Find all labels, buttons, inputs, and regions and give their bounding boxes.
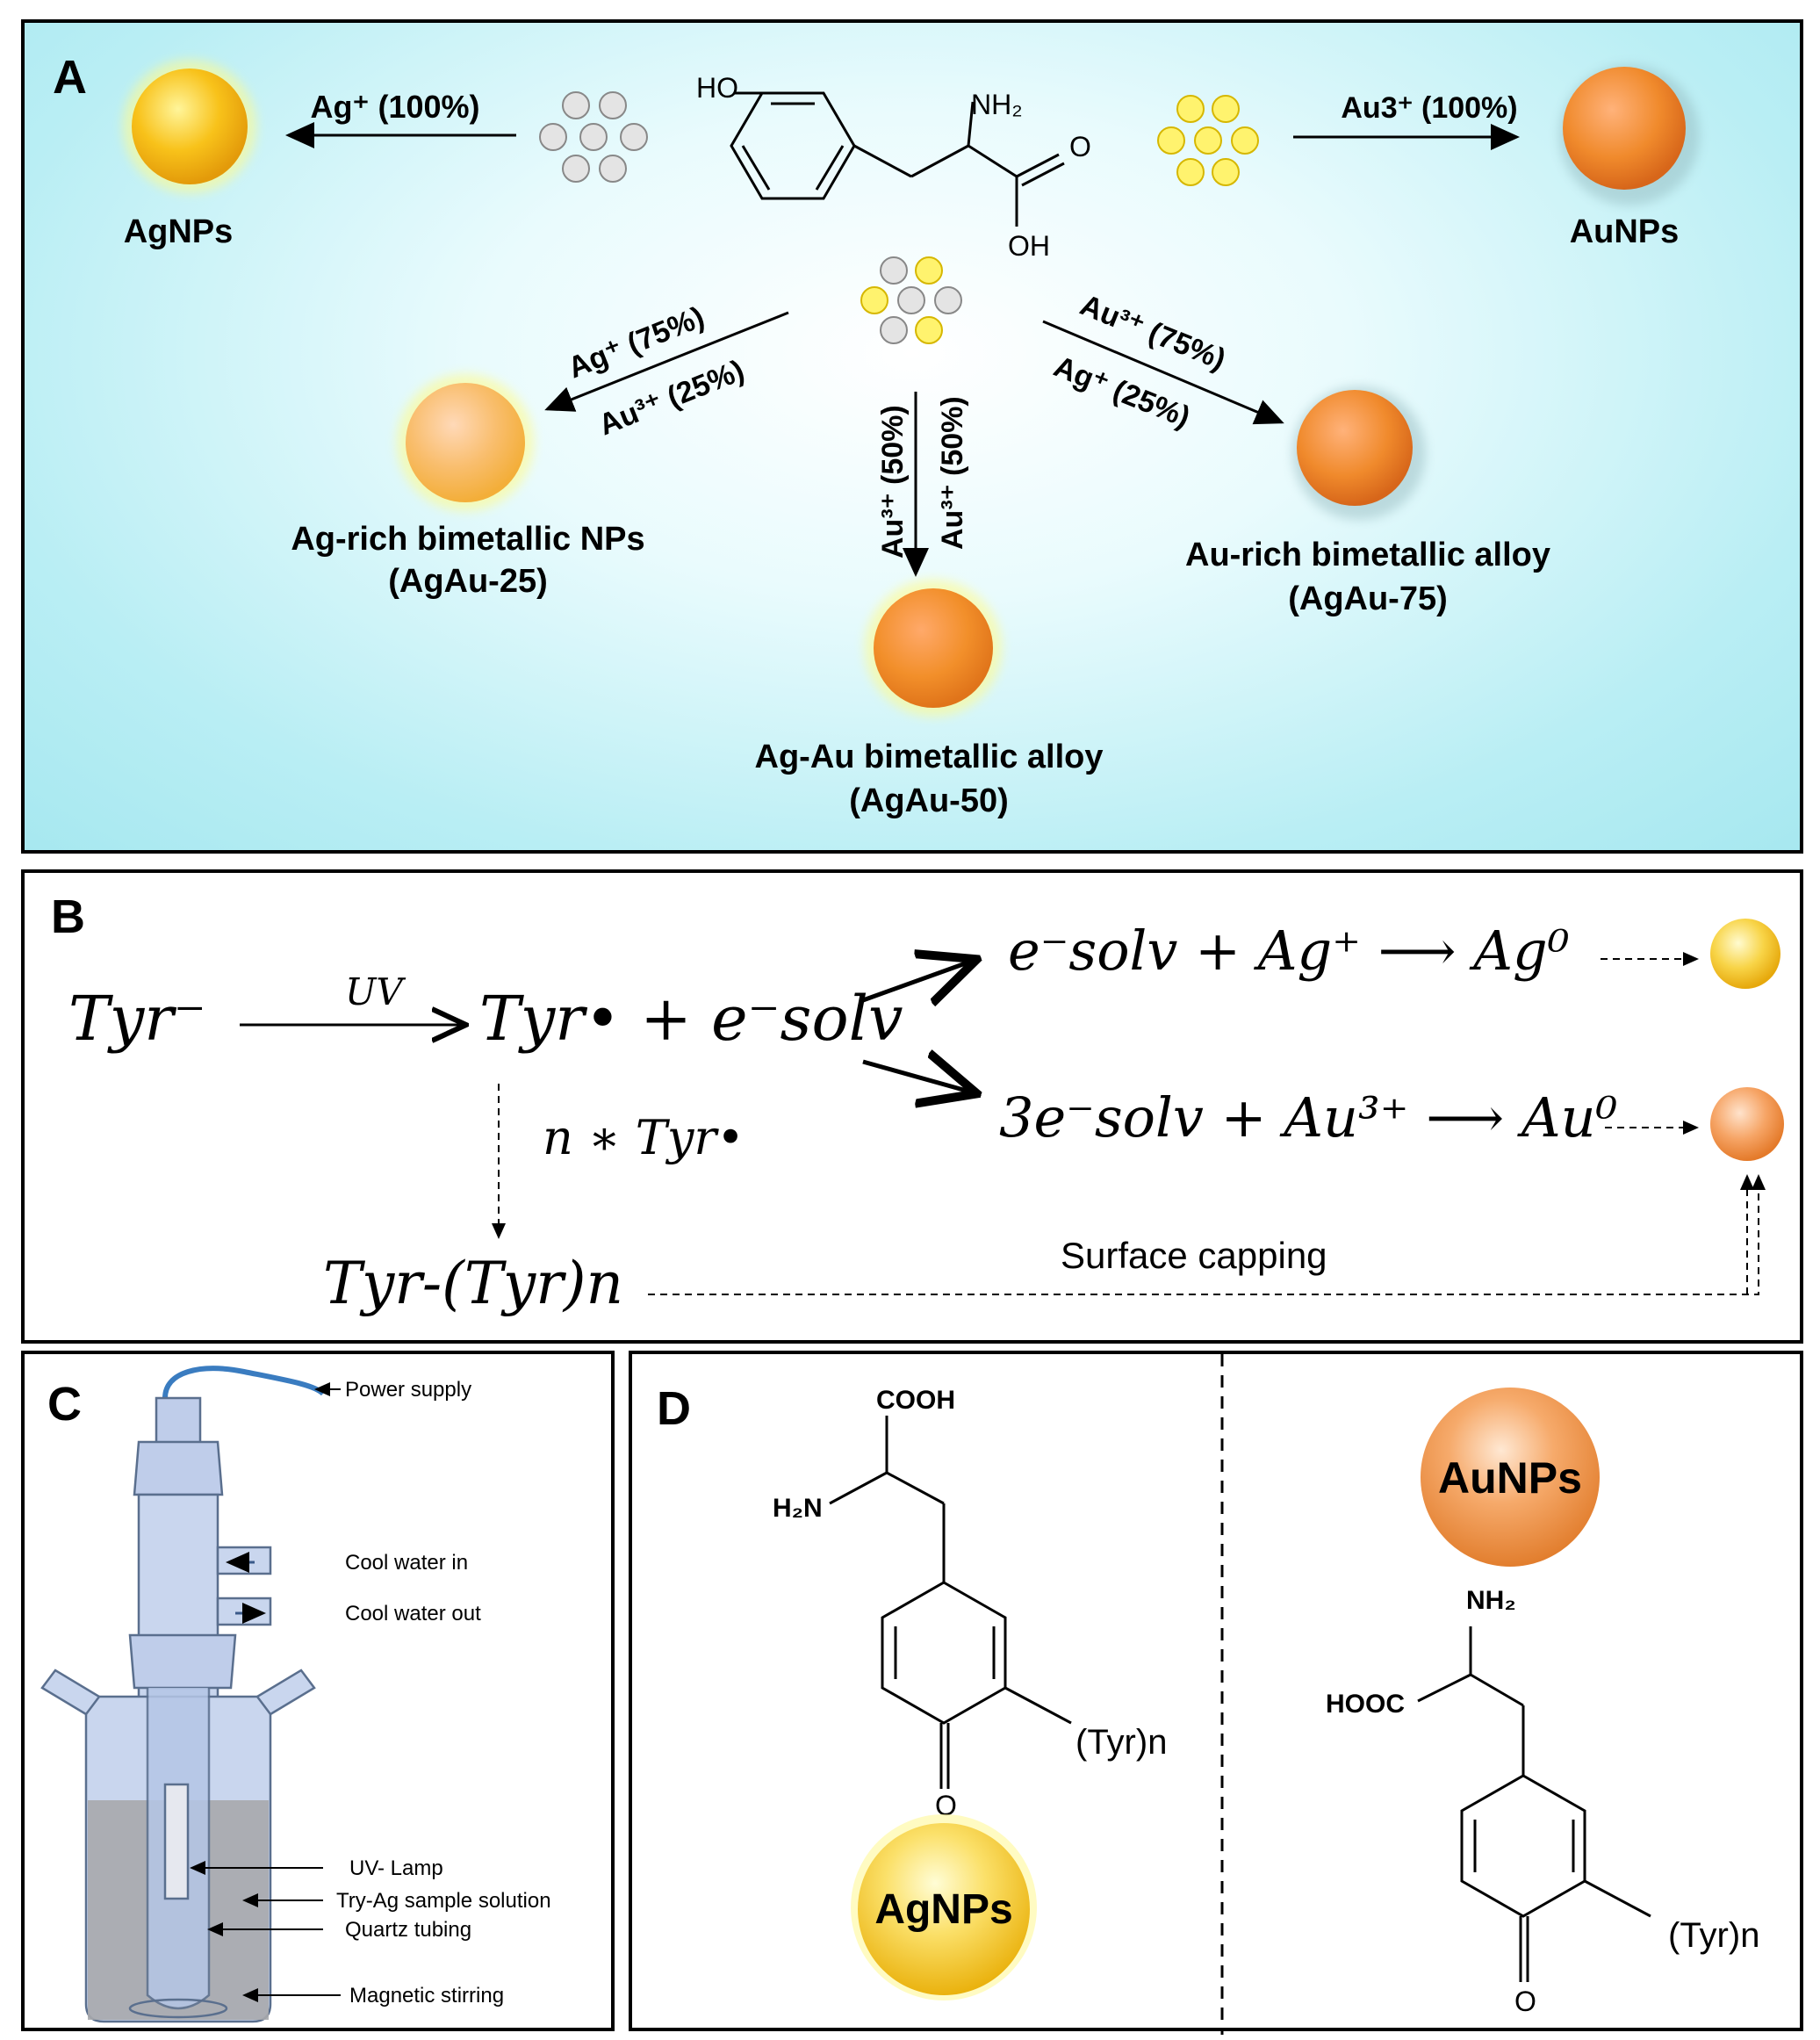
arrow-to-au-reaction bbox=[862, 1062, 973, 1092]
power-cable bbox=[162, 1366, 326, 1399]
right-o: O bbox=[1514, 1986, 1536, 2017]
uv-label: UV bbox=[345, 970, 406, 1013]
ag100-label: Ag⁺ (100%) bbox=[310, 89, 479, 125]
tyrosine-structure bbox=[730, 91, 1065, 227]
silver-ion-cluster bbox=[539, 91, 648, 183]
tyr-oh: OH bbox=[1008, 230, 1050, 262]
agau75-particle bbox=[1292, 386, 1426, 520]
panel-d-canvas: D COOH H₂N (Tyr)n O AgNPs AuNPs NH₂ bbox=[657, 1354, 1759, 2035]
agau75-label: (AgAu-75) bbox=[1288, 580, 1448, 617]
panel-c-canvas: C Power supply Cool water in Cool water … bbox=[40, 1366, 551, 2023]
left-tyr-n: (Tyr)n bbox=[1075, 1723, 1167, 1762]
agau50-particle bbox=[865, 580, 1002, 717]
agau50-label: (AgAu-50) bbox=[849, 782, 1009, 819]
panel-a-canvas: A AgNPs Ag⁺ (100%) HO NH₂ O OH Au3⁺ (1 bbox=[53, 51, 1700, 819]
au-rich-label: Au-rich bimetallic alloy bbox=[1185, 537, 1550, 573]
left-h2n: H₂N bbox=[773, 1494, 823, 1523]
ag25-label: Ag⁺ (25%) bbox=[1049, 350, 1195, 434]
arrow-to-agau75 bbox=[1042, 320, 1284, 425]
panel-b: B Tyr⁻ UV Tyr• + e⁻solv e⁻solv + Ag⁺ ⟶ A… bbox=[21, 869, 1803, 1344]
tyr-o: O bbox=[1069, 131, 1091, 162]
agau25-label: (AgAu-25) bbox=[388, 563, 548, 600]
right-molecule bbox=[1417, 1626, 1651, 1982]
aunps-label: AuNPs bbox=[1570, 213, 1680, 250]
stirring-label: Magnetic stirring bbox=[349, 1984, 504, 2008]
au-reaction: 3e⁻solv + Au³⁺ ⟶ Au⁰ bbox=[999, 1085, 1618, 1150]
panel-c: C Power supply Cool water in Cool water … bbox=[21, 1351, 615, 2031]
ag-rich-label: Ag-rich bimetallic NPs bbox=[291, 521, 644, 558]
au50-label-2: Au³⁺ (50%) bbox=[936, 396, 969, 550]
panel-a: A AgNPs Ag⁺ (100%) HO NH₂ O OH Au3⁺ (1 bbox=[21, 19, 1803, 854]
au50-label-1: Au³⁺ (50%) bbox=[876, 405, 910, 559]
aunp-particle bbox=[1559, 65, 1700, 205]
aunps-sphere-label: AuNPs bbox=[1438, 1453, 1582, 1503]
au-product-particle bbox=[1710, 1087, 1784, 1161]
photoreactor bbox=[40, 1396, 316, 2023]
au100-label: Au3⁺ (100%) bbox=[1341, 91, 1517, 125]
n-tyr-label: n ∗ Tyr• bbox=[543, 1110, 745, 1165]
right-nh2: NH₂ bbox=[1466, 1586, 1516, 1615]
agnps-label: AgNPs bbox=[124, 213, 234, 250]
ag-product-particle bbox=[1710, 919, 1780, 989]
au75-label: Au³⁺ (75%) bbox=[1075, 288, 1230, 377]
capping-arrow bbox=[648, 1174, 1766, 1295]
uv-lamp-label: UV- Lamp bbox=[349, 1856, 443, 1880]
tyr-minus: Tyr⁻ bbox=[68, 983, 206, 1055]
sample-label: Try-Ag sample solution bbox=[336, 1889, 551, 1913]
arrow-to-ag-reaction bbox=[862, 961, 973, 1000]
tyr-ho: HO bbox=[696, 72, 738, 104]
mixed-ion-cluster bbox=[860, 256, 962, 344]
aunps-sphere bbox=[1421, 1388, 1600, 1567]
tyr-radical: Tyr• + e⁻solv bbox=[479, 983, 903, 1055]
surface-capping-label: Surface capping bbox=[1061, 1235, 1327, 1276]
cool-out-label: Cool water out bbox=[345, 1602, 481, 1626]
tyr-nh2: NH₂ bbox=[971, 89, 1023, 120]
panel-b-letter: B bbox=[51, 890, 85, 943]
agnps-sphere bbox=[851, 1814, 1037, 2000]
agau25-particle bbox=[397, 374, 534, 511]
power-supply-label: Power supply bbox=[345, 1378, 471, 1402]
panel-b-canvas: B Tyr⁻ UV Tyr• + e⁻solv e⁻solv + Ag⁺ ⟶ A… bbox=[51, 890, 1784, 1317]
quartz-label: Quartz tubing bbox=[345, 1918, 471, 1942]
left-molecule bbox=[829, 1416, 1072, 1789]
panel-a-letter: A bbox=[53, 51, 87, 104]
right-tyr-n: (Tyr)n bbox=[1668, 1916, 1759, 1955]
left-cooh: COOH bbox=[876, 1386, 955, 1415]
panel-d: D COOH H₂N (Tyr)n O AgNPs AuNPs NH₂ bbox=[629, 1351, 1803, 2035]
panel-d-letter: D bbox=[657, 1382, 691, 1435]
gold-ion-cluster bbox=[1157, 95, 1259, 186]
agau50-title: Ag-Au bimetallic alloy bbox=[755, 739, 1104, 775]
agnp-particle bbox=[123, 60, 256, 193]
panel-c-letter: C bbox=[47, 1378, 82, 1431]
ag-reaction: e⁻solv + Ag⁺ ⟶ Ag⁰ bbox=[1008, 919, 1570, 983]
tyr-polymer: Tyr-(Tyr)n bbox=[323, 1250, 623, 1317]
right-hooc: HOOC bbox=[1326, 1690, 1405, 1719]
cool-in-label: Cool water in bbox=[345, 1551, 468, 1575]
agnps-sphere-label: AgNPs bbox=[874, 1886, 1012, 1933]
arrow-to-agau25 bbox=[544, 311, 789, 412]
